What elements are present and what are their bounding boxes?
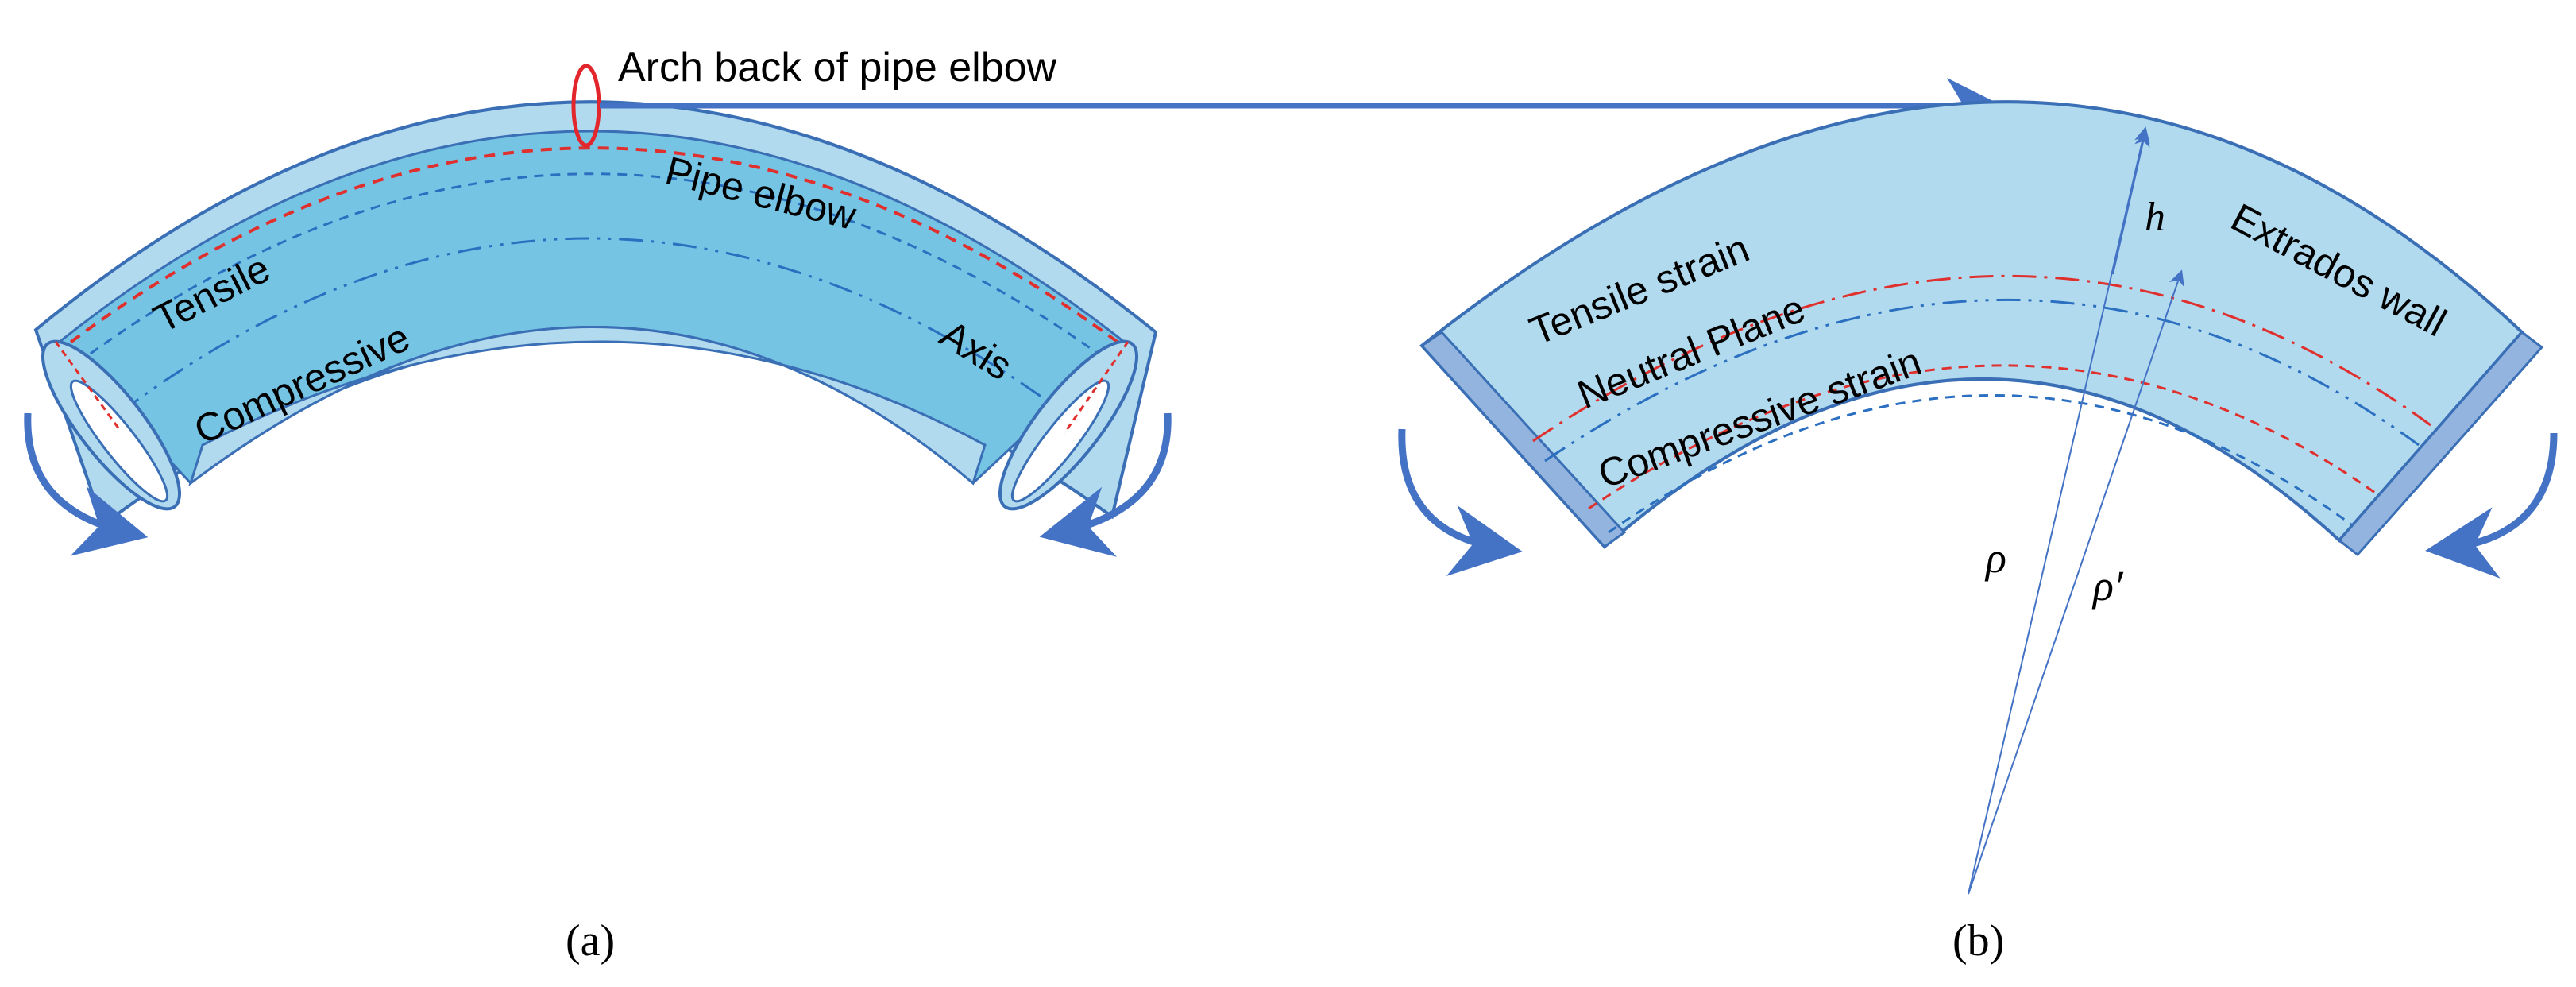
bend-arrow-left-b: [1398, 428, 1523, 576]
rho-prime-label: ρ′: [2091, 562, 2124, 610]
panel-a: Arch back of pipe elbow Pipe elbow Tensi…: [24, 45, 1172, 966]
h-dimension-line: [2112, 130, 2150, 275]
arch-back-marker: [571, 64, 601, 148]
axis-line-a: [118, 237, 1065, 415]
compressive-dashed-line-red: [1588, 364, 2376, 510]
compressive-dashed-line-blue: [1608, 394, 2352, 534]
bend-arrow-right-b: [2425, 432, 2558, 579]
tensile-dashed-line-a: [54, 146, 1130, 355]
bend-arrow-left-a: [24, 412, 149, 556]
left-end-plate: [1419, 331, 1627, 548]
h-label: h: [2145, 195, 2165, 240]
right-end-plate: [2337, 330, 2544, 557]
rho-label: ρ: [1984, 534, 2006, 582]
arch-back-label: Arch back of pipe elbow: [618, 45, 1057, 91]
caption-b: (b): [1952, 916, 2004, 966]
bend-arrow-right-a: [1039, 412, 1172, 557]
panel-b: Tensile strain Neutral Plane Compressive…: [1398, 100, 2558, 966]
elbow-section-body: [1419, 100, 2524, 549]
neutral-plane-line: [1532, 274, 2431, 443]
rho-line: [1968, 126, 2150, 895]
left-pipe-opening: [41, 339, 182, 511]
outer-dashed-line-a: [63, 172, 1121, 375]
right-pipe-opening: [998, 339, 1139, 511]
elbow-inner-band: [188, 326, 987, 487]
caption-a: (a): [566, 916, 615, 966]
rho-prime-line: [1968, 269, 2184, 895]
